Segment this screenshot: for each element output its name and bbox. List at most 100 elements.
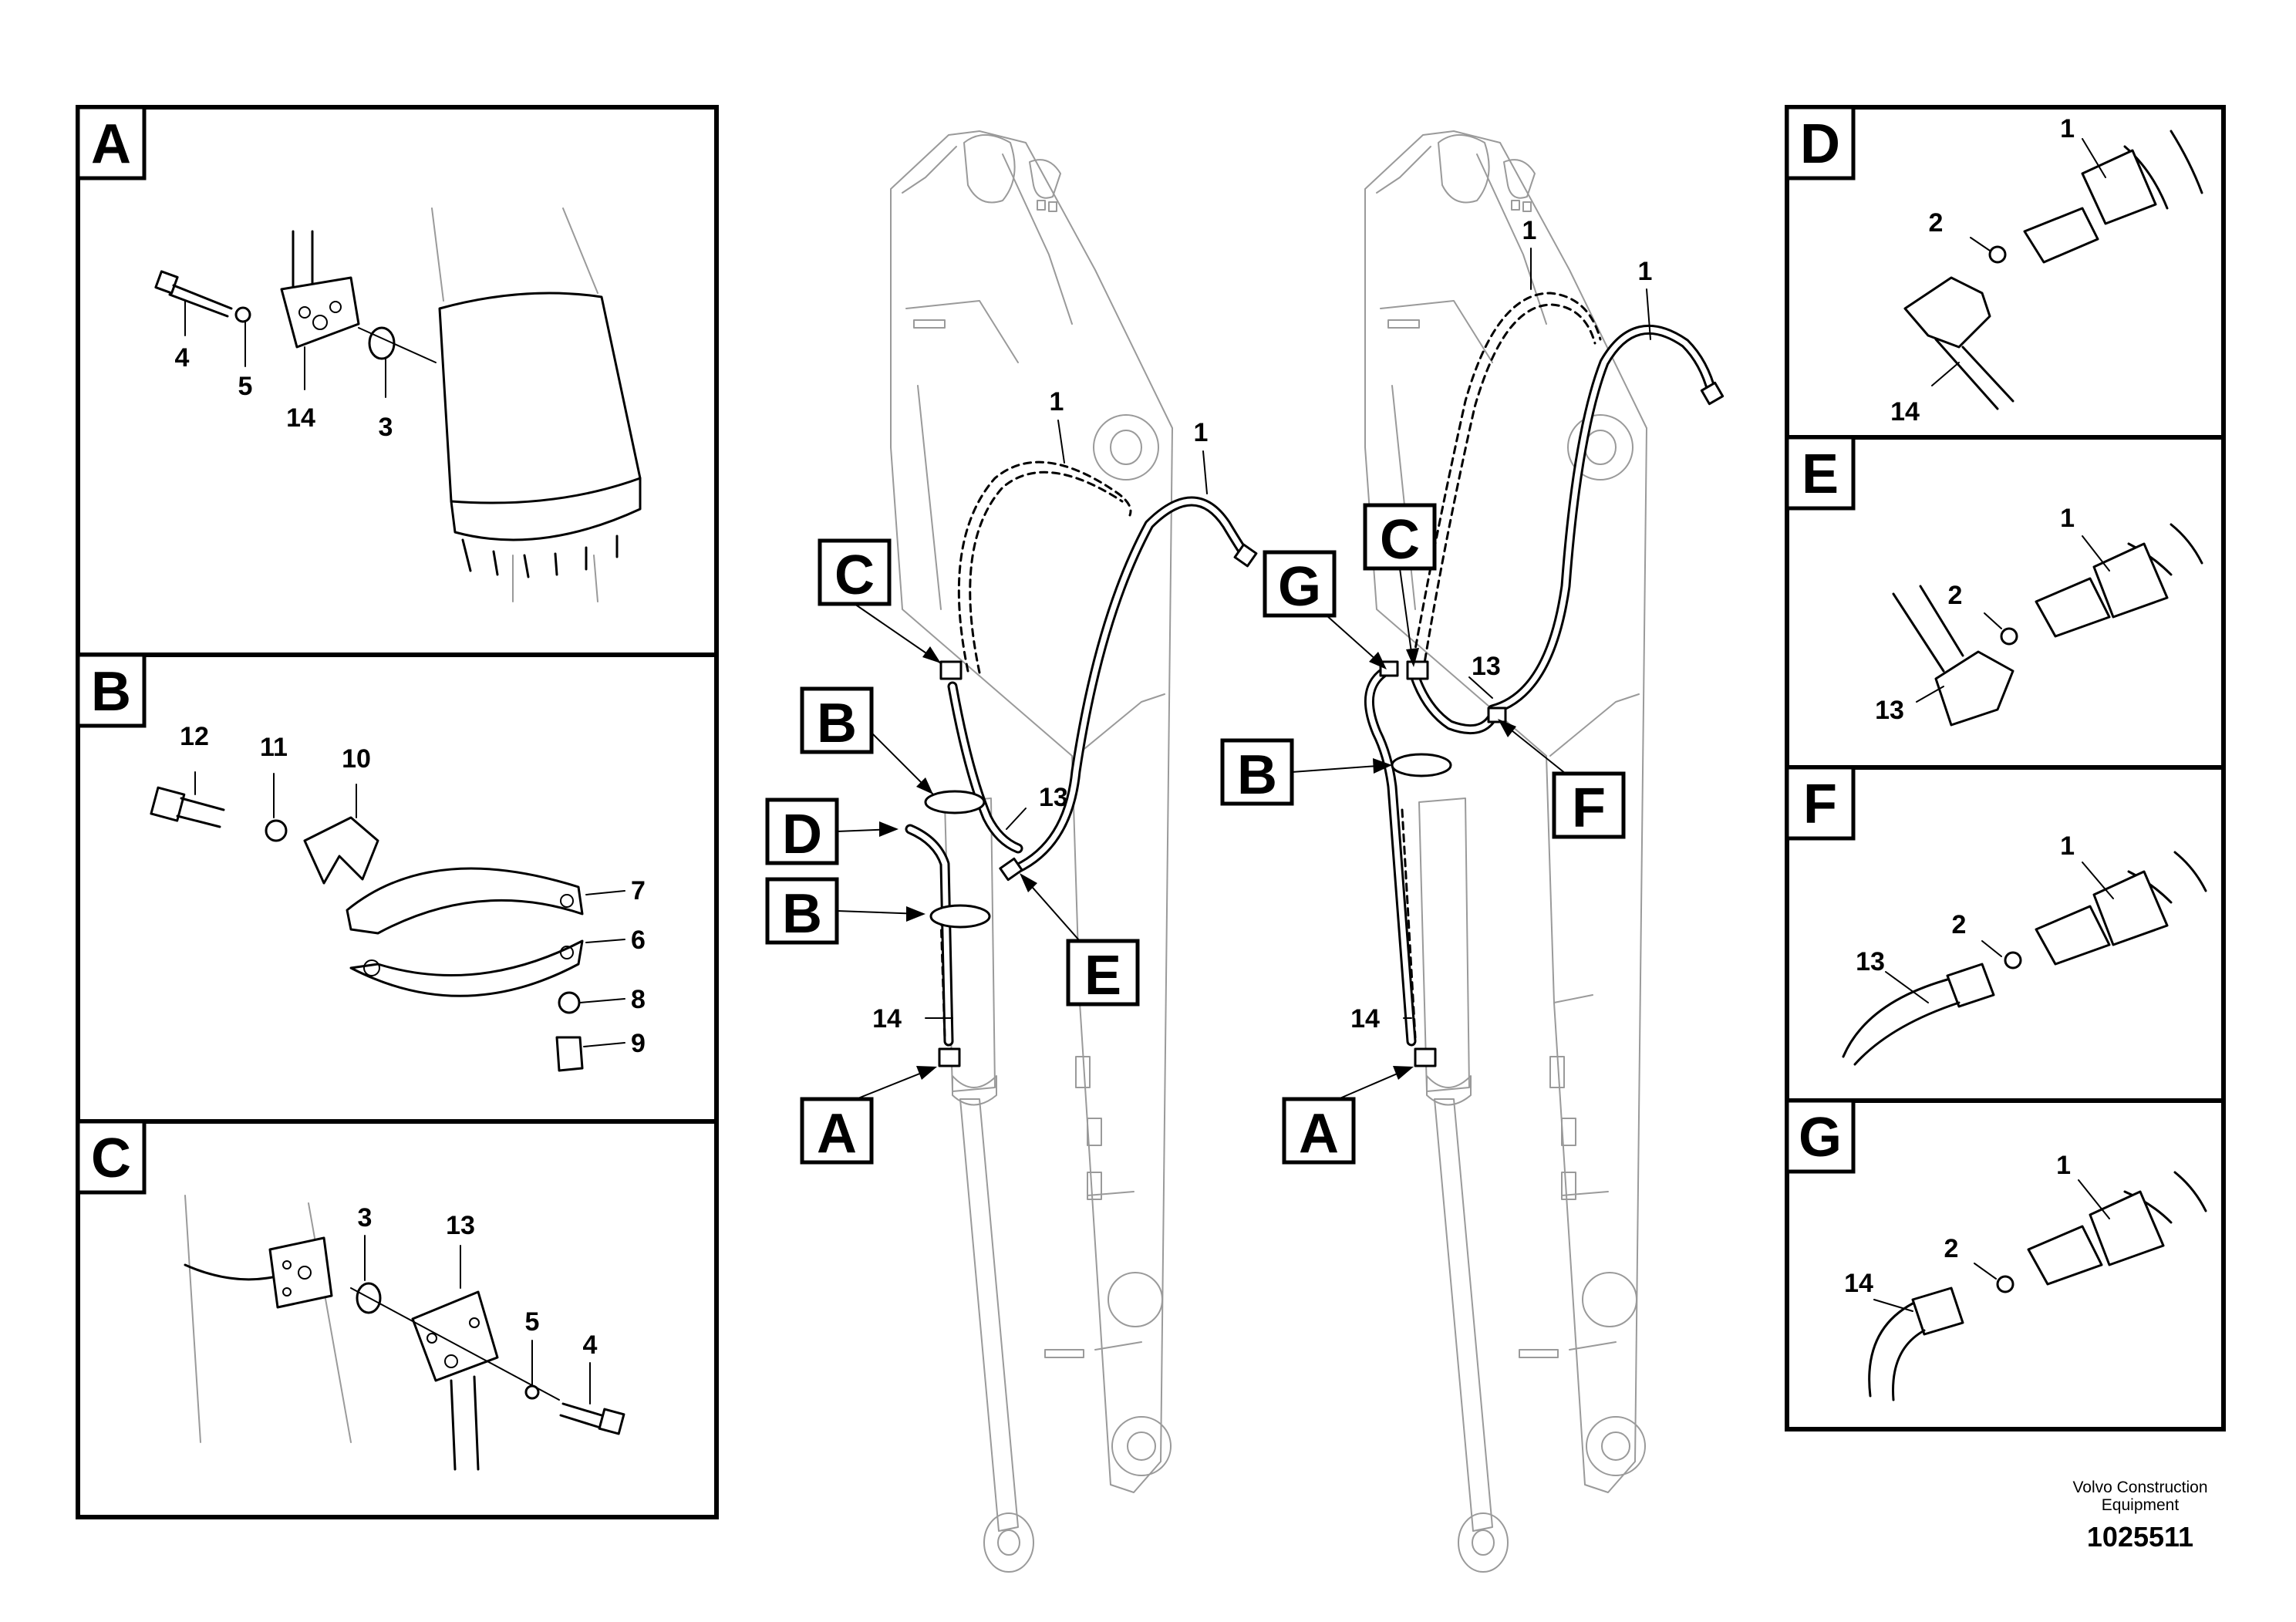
- label-g-1: 1: [2056, 1151, 2071, 1180]
- panel-f-letter: F: [1803, 774, 1837, 835]
- right-callout-f-letter: F: [1572, 777, 1606, 839]
- label-e-13: 13: [1875, 696, 1904, 725]
- label-a-3: 3: [379, 413, 393, 442]
- label-d-1: 1: [2060, 114, 2075, 143]
- assembly-line: [358, 327, 437, 363]
- hose-1-solid: [1487, 324, 1725, 715]
- detail-panel-b: B 12 11 10 7 6 8 9: [76, 653, 719, 1124]
- panel-a-letter: A: [91, 113, 131, 175]
- hose-1-dashed: [957, 460, 1132, 674]
- left-callout-d: [765, 798, 839, 865]
- label-b-6: 6: [631, 926, 646, 955]
- left-label-1-dashed: 1: [1050, 387, 1064, 416]
- detail-panel-d: D 1 2 14: [1785, 105, 2226, 440]
- right-boom-callouts: G C B F A 1 1 13 14: [1220, 216, 1653, 1165]
- left-label-1-solid: 1: [1194, 418, 1209, 447]
- washer-part: [234, 306, 251, 323]
- footer-block: Volvo Construction Equipment 1025511: [2072, 1479, 2207, 1553]
- panel-c-letter: C: [91, 1128, 131, 1189]
- company-name-line1: Volvo Construction: [2072, 1479, 2207, 1496]
- right-label-1-solid: 1: [1638, 257, 1653, 286]
- oring-part: [1996, 1275, 2014, 1293]
- detail-panel-a: A 4 5 14 3: [76, 105, 719, 657]
- clamp-lower-part: [349, 939, 584, 997]
- bolt-part: [559, 1402, 625, 1435]
- oring-part: [2000, 627, 2018, 646]
- label-c-13: 13: [446, 1211, 475, 1240]
- label-c-3: 3: [358, 1203, 373, 1233]
- oring-part: [2004, 951, 2022, 969]
- right-label-1-dashed: 1: [1522, 216, 1537, 245]
- pipe-14: [1364, 664, 1417, 1047]
- right-callout-b-letter: B: [1237, 744, 1277, 806]
- hose-fitting: [2035, 523, 2203, 638]
- clamp-upper-part: [346, 867, 584, 935]
- panel-b-letter: B: [91, 661, 131, 723]
- right-callout-b: [1220, 738, 1294, 806]
- flange-part: [411, 1290, 499, 1382]
- pipe-part: [1842, 963, 1995, 1066]
- left-callout-c-letter: C: [834, 545, 875, 606]
- pipe-stub: [292, 230, 314, 295]
- right-label-13: 13: [1472, 652, 1501, 681]
- clamps: [924, 660, 1023, 1067]
- label-b-9: 9: [631, 1029, 646, 1058]
- panel-e-badge: [1785, 435, 1856, 511]
- left-callout-e: [1066, 939, 1140, 1007]
- company-name-line2: Equipment: [2102, 1496, 2180, 1514]
- right-label-14: 14: [1350, 1004, 1380, 1034]
- detail-panel-g: G 1 2 14: [1785, 1098, 2226, 1431]
- panel-f-badge: [1785, 765, 1856, 841]
- pipe-part: [1868, 1286, 1964, 1401]
- elbow-part: [1892, 585, 2014, 727]
- label-a-14: 14: [286, 403, 315, 433]
- assembly-line: [350, 1287, 560, 1401]
- label-f-1: 1: [2060, 831, 2075, 861]
- nut-part: [555, 1036, 584, 1072]
- label-b-11: 11: [260, 733, 288, 762]
- oring-part: [368, 326, 396, 360]
- hose-fitting: [2035, 851, 2207, 966]
- panel-a-badge: [76, 105, 147, 180]
- label-e-1: 1: [2060, 504, 2075, 533]
- elbow-part: [1903, 276, 2014, 410]
- label-e-2: 2: [1948, 581, 1963, 610]
- drawing-number: 1025511: [2087, 1521, 2193, 1553]
- right-callout-g: [1263, 550, 1337, 618]
- label-g-14: 14: [1844, 1269, 1873, 1298]
- left-label-13: 13: [1039, 783, 1068, 812]
- detail-panel-e: E 1 2 13: [1785, 435, 2226, 770]
- label-f-13: 13: [1856, 947, 1885, 976]
- panel-c-badge: [76, 1119, 147, 1195]
- right-callout-g-letter: G: [1278, 556, 1321, 618]
- label-d-14: 14: [1890, 397, 1920, 427]
- left-callout-d-letter: D: [782, 804, 822, 865]
- right-callout-f: [1552, 771, 1626, 839]
- oring-part: [1988, 245, 2007, 264]
- left-callout-b-upper: [800, 686, 874, 754]
- hose-fitting: [2023, 130, 2203, 264]
- hose-1-solid: [1005, 496, 1258, 877]
- boom-structure: [1364, 130, 1647, 1493]
- hose-fitting: [2027, 1171, 2207, 1286]
- pipe-13: [1410, 672, 1498, 735]
- left-label-14: 14: [872, 1004, 902, 1034]
- panel-d-badge: [1785, 105, 1856, 180]
- right-callout-a-letter: A: [1299, 1103, 1339, 1165]
- label-f-2: 2: [1952, 910, 1967, 939]
- pipe-stub: [450, 1375, 480, 1471]
- bolt-part: [154, 270, 233, 318]
- detail-panel-c: C 3 13 5 4: [76, 1119, 719, 1519]
- left-callout-a-letter: A: [817, 1103, 857, 1165]
- washer-part: [265, 819, 288, 842]
- left-boom-drawing: [890, 130, 1258, 1573]
- label-g-2: 2: [1944, 1234, 1959, 1263]
- cylinder-drawing: [184, 1195, 352, 1443]
- left-boom-callouts: C B D B E A 1 1 13 14: [765, 387, 1209, 1165]
- label-b-12: 12: [180, 722, 209, 751]
- panel-e-letter: E: [1802, 443, 1839, 505]
- left-callout-a: [800, 1097, 874, 1165]
- label-c-4: 4: [583, 1330, 598, 1360]
- left-callout-b-lower: [765, 877, 839, 945]
